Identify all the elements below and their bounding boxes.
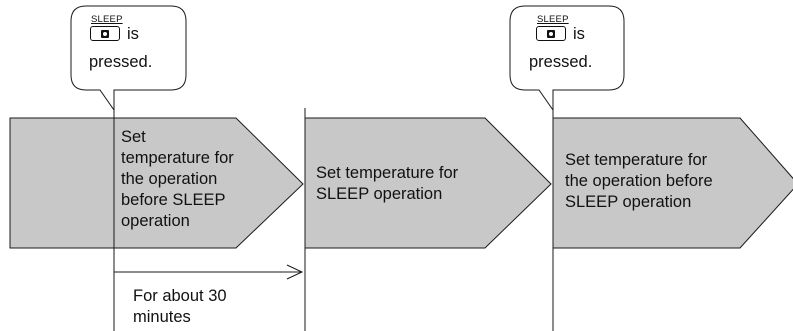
sleep-button-caption: SLEEP <box>91 14 123 25</box>
stage-arrow-1 <box>9 117 304 249</box>
sleep-button-caption: SLEEP <box>537 14 569 25</box>
duration-line: minutes <box>133 308 191 326</box>
stage-3-text: Set temperature for the operation before… <box>565 150 713 213</box>
stage-text-line: temperature for <box>121 149 234 167</box>
moon-glyph-icon <box>101 29 109 38</box>
moon-glyph-icon <box>547 29 555 38</box>
callout-line2: pressed. <box>89 53 153 71</box>
stage-1-text: Set temperature for the operation before… <box>121 127 234 232</box>
stage-text-line: before SLEEP <box>121 191 226 209</box>
duration-line: For about 30 <box>133 287 227 305</box>
sleep-button-icon <box>536 26 566 41</box>
stage-text-line: SLEEP operation <box>316 185 443 203</box>
duration-arrow <box>114 264 304 280</box>
stage-text-line: Set <box>121 128 146 146</box>
stage-text-line: operation <box>121 212 190 230</box>
callout-line2: pressed. <box>529 53 593 71</box>
stage-text-line: the operation <box>121 170 218 188</box>
callout-line1-suffix: is <box>573 25 585 43</box>
stage-2-text: Set temperature for SLEEP operation <box>316 163 458 205</box>
duration-label: For about 30 minutes <box>133 286 227 328</box>
stage-text-line: the operation before <box>565 172 713 190</box>
callout-line1-suffix: is <box>127 25 139 43</box>
stage-text-line: Set temperature for <box>316 164 459 182</box>
stage-text-line: SLEEP operation <box>565 193 692 211</box>
stage-text-line: Set temperature for <box>565 151 708 169</box>
sleep-button-icon <box>90 26 120 41</box>
